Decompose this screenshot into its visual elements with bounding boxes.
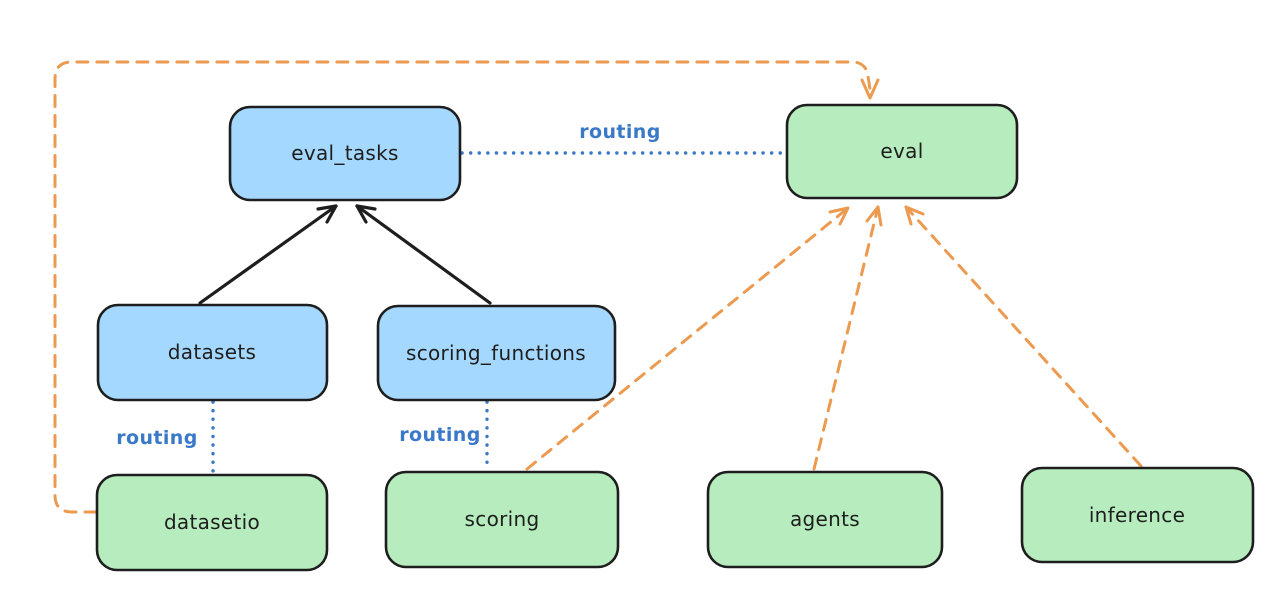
node-datasetio-label: datasetio: [164, 510, 260, 534]
edge-scoring-to-eval: [525, 206, 850, 471]
edge-label-routing-scoring: routing: [399, 424, 480, 446]
node-scoring-functions: scoring_functions: [376, 304, 617, 402]
node-inference: inference: [1020, 466, 1255, 564]
node-inference-label: inference: [1089, 503, 1185, 527]
node-agents-label: agents: [790, 507, 860, 531]
edge-label-routing-datasetio: routing: [116, 427, 197, 449]
node-scoring-label: scoring: [465, 507, 540, 531]
node-datasets: datasets: [96, 303, 329, 402]
edge-scoring-functions-to-eval-tasks: [355, 204, 492, 305]
node-datasetio: datasetio: [95, 473, 329, 572]
edge-agents-to-eval: [812, 205, 883, 471]
node-eval: eval: [785, 103, 1019, 200]
node-eval-label: eval: [880, 139, 923, 163]
node-scoring-functions-label: scoring_functions: [406, 341, 586, 365]
node-agents: agents: [706, 470, 944, 569]
edge-label-routing-top: routing: [579, 121, 660, 143]
node-eval-tasks-label: eval_tasks: [291, 141, 398, 165]
edge-datasetio-to-eval: [53, 60, 880, 514]
node-datasets-label: datasets: [168, 340, 256, 364]
node-scoring: scoring: [384, 470, 620, 569]
node-eval-tasks: eval_tasks: [228, 105, 462, 202]
edge-inference-to-eval: [904, 205, 1143, 468]
edge-datasets-to-eval-tasks: [198, 204, 338, 305]
